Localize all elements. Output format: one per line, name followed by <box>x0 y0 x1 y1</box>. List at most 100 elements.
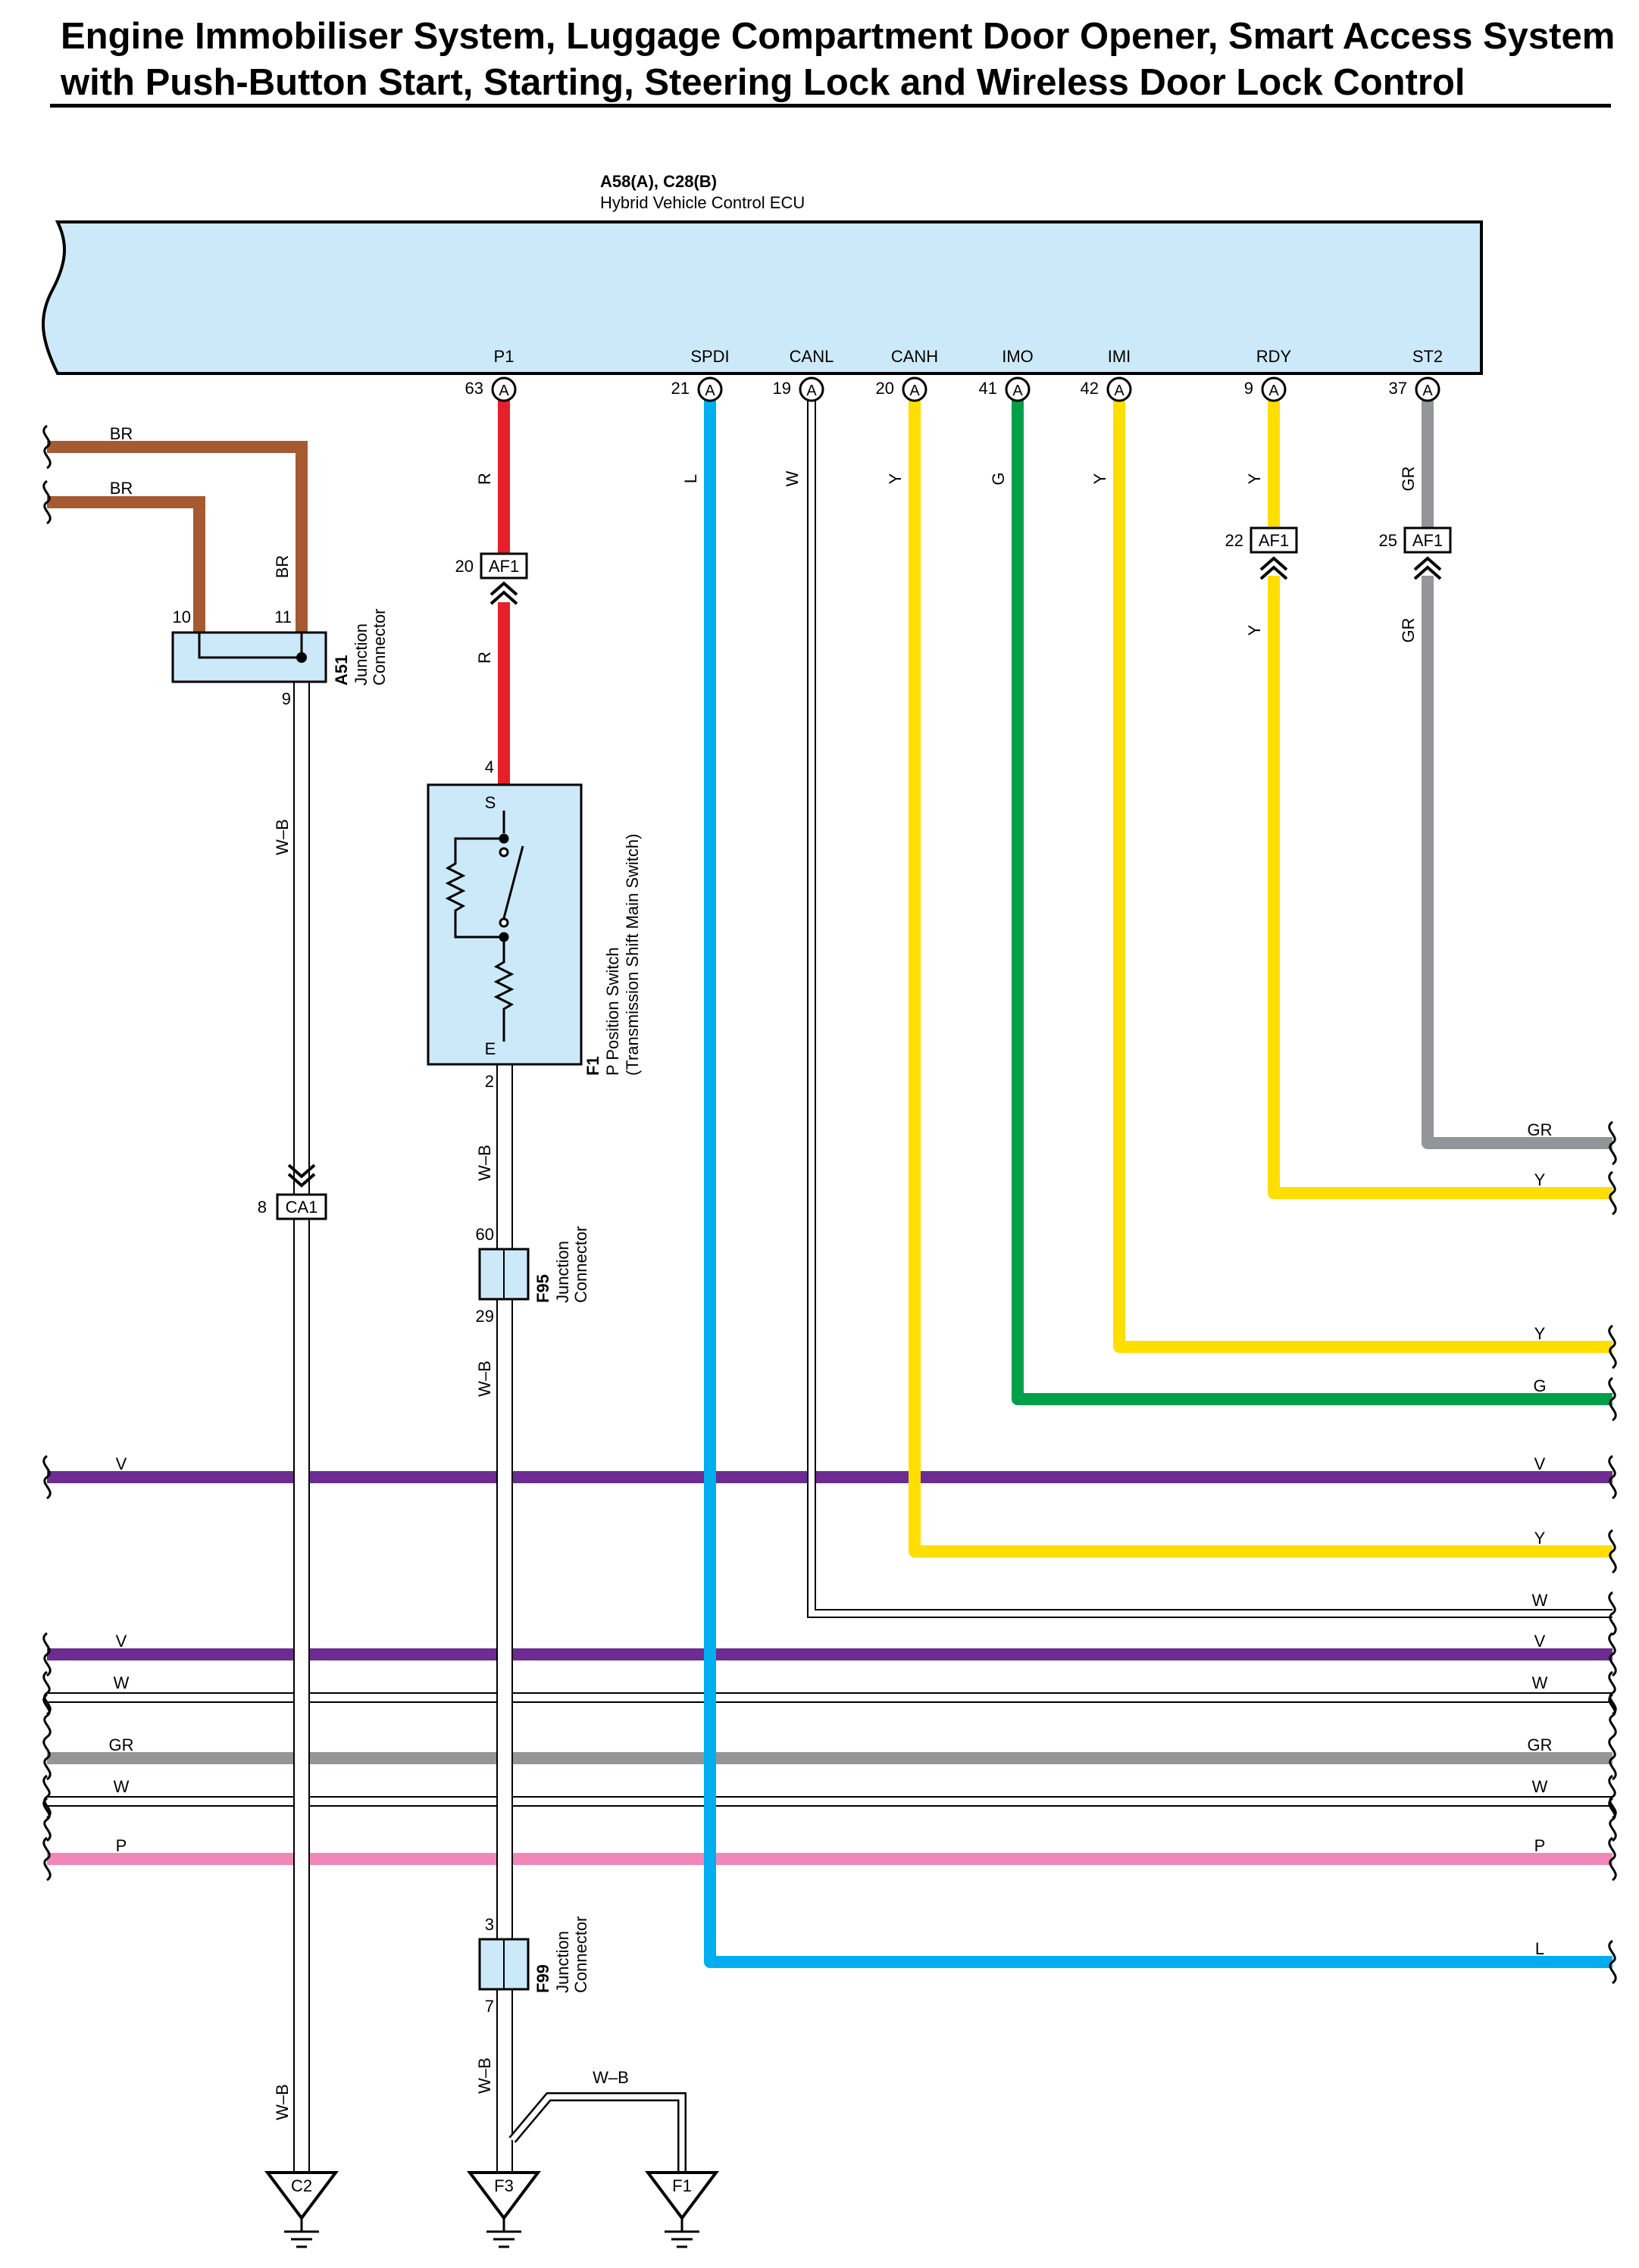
a51-name-1: Junction <box>352 623 371 686</box>
lbl-br-2: BR <box>110 479 133 498</box>
pin-canh: 20 <box>876 379 894 398</box>
pin-conn-imo: A <box>1012 383 1023 399</box>
lbl-gr-st2-1: GR <box>1399 467 1418 492</box>
lbl-v-r2: V <box>1534 1632 1546 1651</box>
lbl-gr-r2: GR <box>1528 1735 1553 1754</box>
a51-code: A51 <box>332 655 351 686</box>
wire-w-1 <box>47 1692 1612 1703</box>
f95-name-2: Connector <box>571 1226 590 1303</box>
f1-term-e: E <box>485 1039 496 1058</box>
lbl-w-l2: W <box>114 1777 130 1796</box>
terminal-rdy: RDY <box>1256 347 1292 366</box>
lbl-gr-l1: GR <box>109 1735 134 1754</box>
f95-junction-connector: 60 29 F95 Junction Connector <box>476 1225 590 1326</box>
terminal-p1: P1 <box>494 347 515 366</box>
f95-pin-29: 29 <box>476 1307 494 1326</box>
wire-color-labels: BR BR BR W–B W–B W–B W–B W–B W–B R R L W… <box>109 424 1553 2120</box>
lbl-l-r1: L <box>1535 1939 1544 1958</box>
lbl-y-imi: Y <box>1090 473 1109 484</box>
ca1-pin: 8 <box>258 1198 267 1217</box>
a51-pin-11: 11 <box>274 608 292 626</box>
pin-conn-p1: A <box>499 383 509 399</box>
f1-pin-4: 4 <box>485 758 494 776</box>
f1-p-position-switch: S E 4 2 F1 P Position Switch (Transmissi… <box>427 758 642 1091</box>
lbl-y-r1: Y <box>1534 1170 1546 1189</box>
pin-conn-imi: A <box>1114 383 1124 399</box>
lbl-y-rdy-1: Y <box>1245 473 1264 484</box>
wire-wb-a51-c2 <box>293 681 310 2173</box>
lbl-p-r1: P <box>1534 1836 1546 1855</box>
f99-junction-connector: 3 7 F99 Junction Connector <box>478 1915 590 2016</box>
lbl-w-r1: W <box>1532 1591 1548 1610</box>
lbl-y-r3: Y <box>1534 1529 1546 1548</box>
af1-pin-p1: 20 <box>455 557 474 576</box>
f99-pin-3: 3 <box>485 1915 494 1934</box>
lbl-wb-3: W–B <box>475 1145 494 1181</box>
f99-name-1: Junction <box>553 1931 572 1993</box>
wire-y-imi <box>1113 400 1612 1353</box>
ecu-pin-circles: A A A A A A A A <box>491 376 1440 402</box>
title-rule <box>50 104 1611 108</box>
af1-connector-st2: AF1 25 <box>1379 526 1452 580</box>
ground-f3-label: F3 <box>494 2176 514 2195</box>
terminal-spdi: SPDI <box>690 347 729 366</box>
pin-imo: 41 <box>979 379 997 398</box>
ground-c2: C2 <box>264 2171 339 2248</box>
wire-br <box>47 441 308 633</box>
lbl-y-rdy-2: Y <box>1245 624 1264 636</box>
terminal-st2: ST2 <box>1412 347 1443 366</box>
f99-code: F99 <box>533 1964 552 1993</box>
pin-conn-st2: A <box>1422 383 1433 399</box>
wire-w-2 <box>47 1796 1612 1807</box>
lbl-br-1: BR <box>110 424 133 443</box>
lbl-w-r3: W <box>1532 1777 1548 1796</box>
lbl-g-r1: G <box>1533 1376 1546 1395</box>
terminal-canl: CANL <box>790 347 834 366</box>
ecu-name: Hybrid Vehicle Control ECU <box>600 193 805 212</box>
lbl-gr-r1: GR <box>1528 1120 1553 1139</box>
f1-term-s: S <box>485 793 496 812</box>
f99-name-2: Connector <box>571 1916 590 1993</box>
af1-pin-rdy: 22 <box>1225 531 1243 550</box>
lbl-wb-6: W–B <box>593 2068 629 2087</box>
lbl-y-canh: Y <box>886 473 905 484</box>
ca1-connector: CA1 8 <box>258 1164 327 1220</box>
lbl-v-r1: V <box>1534 1454 1546 1473</box>
ecu-terminals: P1 SPDI CANL CANH IMO IMI RDY ST2 63 21 … <box>465 347 1444 398</box>
f99-pin-7: 7 <box>485 1997 494 2016</box>
lbl-p-l1: P <box>116 1836 127 1855</box>
ground-c2-label: C2 <box>291 2176 312 2195</box>
af1-label-rdy: AF1 <box>1259 531 1289 550</box>
ground-f3: F3 <box>467 2171 541 2248</box>
f1-name-1: P Position Switch <box>603 947 622 1076</box>
pin-spdi: 21 <box>671 379 690 398</box>
lbl-v-l2: V <box>116 1632 127 1651</box>
wire-g-imo <box>1012 400 1612 1405</box>
pin-rdy: 9 <box>1244 379 1253 398</box>
lbl-g-imo: G <box>989 472 1008 485</box>
lbl-v-l1: V <box>116 1454 127 1473</box>
pin-canl: 19 <box>773 379 791 398</box>
pin-conn-canl: A <box>806 383 817 399</box>
a51-junction-connector: 10 11 9 A51 Junction Connector <box>171 608 389 708</box>
af1-label-p1: AF1 <box>489 557 519 576</box>
terminal-imo: IMO <box>1002 347 1034 366</box>
a51-name-2: Connector <box>370 608 389 686</box>
af1-connector-rdy: AF1 22 <box>1225 526 1298 580</box>
lbl-w-l1: W <box>114 1673 130 1692</box>
pin-imi: 42 <box>1081 379 1099 398</box>
ecu-code: A58(A), C28(B) <box>600 172 717 191</box>
terminal-imi: IMI <box>1108 347 1131 366</box>
f95-code: F95 <box>533 1274 552 1303</box>
f95-name-1: Junction <box>553 1241 572 1303</box>
pin-conn-canh: A <box>909 383 920 399</box>
wire-y-canh <box>909 400 1612 1557</box>
lbl-l-1: L <box>681 474 700 483</box>
lbl-r-1: R <box>475 473 494 485</box>
pin-p1: 63 <box>465 379 483 398</box>
title-line-1: Engine Immobiliser System, Luggage Compa… <box>61 16 1616 57</box>
lbl-br-3: BR <box>273 555 292 579</box>
lbl-w-canl: W <box>783 470 802 486</box>
horizontal-bus-wires <box>47 1471 1612 1865</box>
